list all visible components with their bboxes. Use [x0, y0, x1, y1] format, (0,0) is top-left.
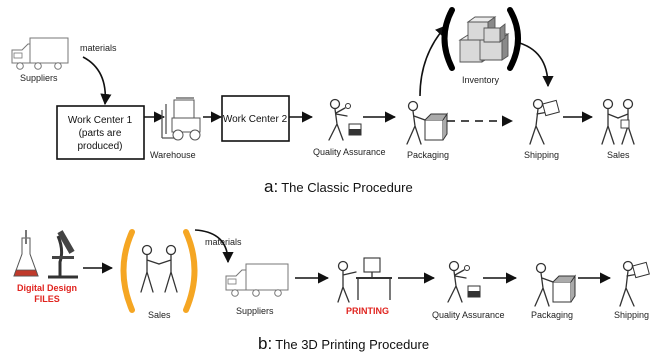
- lab-flask-microscope-icon: [13, 230, 78, 279]
- truck-icon: [11, 37, 69, 70]
- person-inspecting-icon: [447, 260, 481, 303]
- caption-b-text: The 3D Printing Procedure: [275, 337, 429, 352]
- packaging-label-3d: Packaging: [531, 310, 573, 320]
- truck-icon: [225, 263, 289, 297]
- person-inspecting-icon: [328, 98, 362, 141]
- sales-label-3d: Sales: [148, 310, 171, 320]
- person-carrying-box-icon: [529, 98, 560, 145]
- 3d-printing-procedure: Digital Design FILES Sales materials Sup…: [13, 229, 650, 353]
- inventory-label: Inventory: [462, 75, 500, 85]
- digital-design-label-line1: Digital Design: [17, 283, 77, 293]
- caption-b: b:The 3D Printing Procedure: [258, 334, 429, 353]
- sales-label: Sales: [607, 150, 630, 160]
- person-packaging-icon: [534, 262, 576, 307]
- sales-bracket-left: [120, 229, 135, 313]
- inventory-bracket-right: [507, 7, 521, 71]
- boxes-stack-icon: [458, 16, 510, 63]
- work-center-1-line1: Work Center 1: [68, 115, 133, 126]
- caption-a-letter: a:: [264, 177, 278, 196]
- materials-arrow: [82, 56, 112, 106]
- forklift-icon: [161, 97, 201, 141]
- classic-procedure: Suppliers materials Work Center 1 (parts…: [11, 7, 635, 196]
- handshake-icon: [601, 98, 635, 145]
- suppliers-label: Suppliers: [20, 73, 58, 83]
- shipping-label: Shipping: [524, 150, 559, 160]
- sales-bracket-right: [183, 229, 198, 313]
- shipping-label-3d: Shipping: [614, 310, 649, 320]
- quality-assurance-label-3d: Quality Assurance: [432, 310, 505, 320]
- materials-label-3d: materials: [205, 237, 242, 247]
- packaging-label: Packaging: [407, 150, 449, 160]
- caption-a-text: The Classic Procedure: [281, 180, 413, 195]
- digital-design-label-line2: FILES: [34, 294, 60, 304]
- handshake-icon: [140, 244, 178, 293]
- caption-a: a:The Classic Procedure: [264, 177, 413, 196]
- caption-b-letter: b:: [258, 334, 272, 353]
- work-center-1-line2: (parts are: [79, 128, 122, 139]
- quality-assurance-label: Quality Assurance: [313, 147, 386, 157]
- person-packaging-icon: [406, 100, 448, 145]
- work-center-2-label: Work Center 2: [223, 114, 288, 125]
- 3d-printer-icon: [337, 257, 392, 303]
- printing-label: PRINTING: [346, 306, 389, 316]
- arrow-packaging-inventory: [419, 25, 447, 97]
- work-center-2-box: [221, 95, 290, 142]
- materials-arrow-3d: [194, 229, 234, 264]
- suppliers-label-3d: Suppliers: [236, 306, 274, 316]
- work-center-1-line3: produced): [77, 141, 122, 152]
- arrow-inventory-shipping: [515, 41, 554, 88]
- person-carrying-box-icon: [619, 260, 650, 307]
- warehouse-label: Warehouse: [150, 150, 196, 160]
- materials-label: materials: [80, 43, 117, 53]
- inventory-bracket-left: [441, 7, 455, 71]
- work-center-1-box: [56, 105, 145, 160]
